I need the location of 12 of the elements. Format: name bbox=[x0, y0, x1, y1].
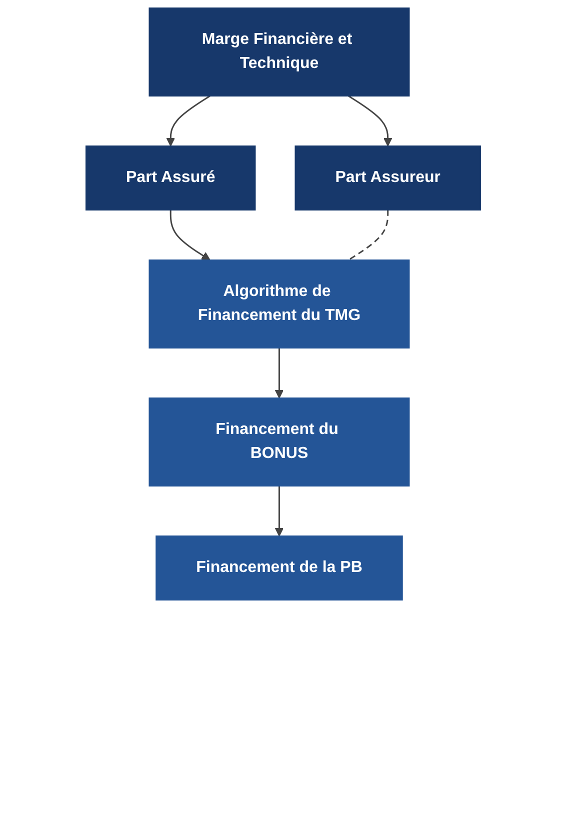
connector bbox=[348, 210, 389, 261]
node-box: Part Assureur bbox=[295, 146, 482, 210]
arrow bbox=[170, 210, 211, 260]
node-box: Part Assuré bbox=[86, 146, 256, 210]
arrow bbox=[348, 95, 393, 146]
arrow bbox=[275, 486, 284, 536]
arrow bbox=[275, 348, 284, 398]
node-box: Marge Financière et Technique bbox=[149, 8, 410, 96]
arrow bbox=[166, 95, 211, 146]
node-box: Financement de la PB bbox=[156, 536, 404, 600]
node-box: Algorithme de Financement du TMG bbox=[149, 260, 410, 348]
node-box: Financement du BONUS bbox=[149, 398, 410, 486]
